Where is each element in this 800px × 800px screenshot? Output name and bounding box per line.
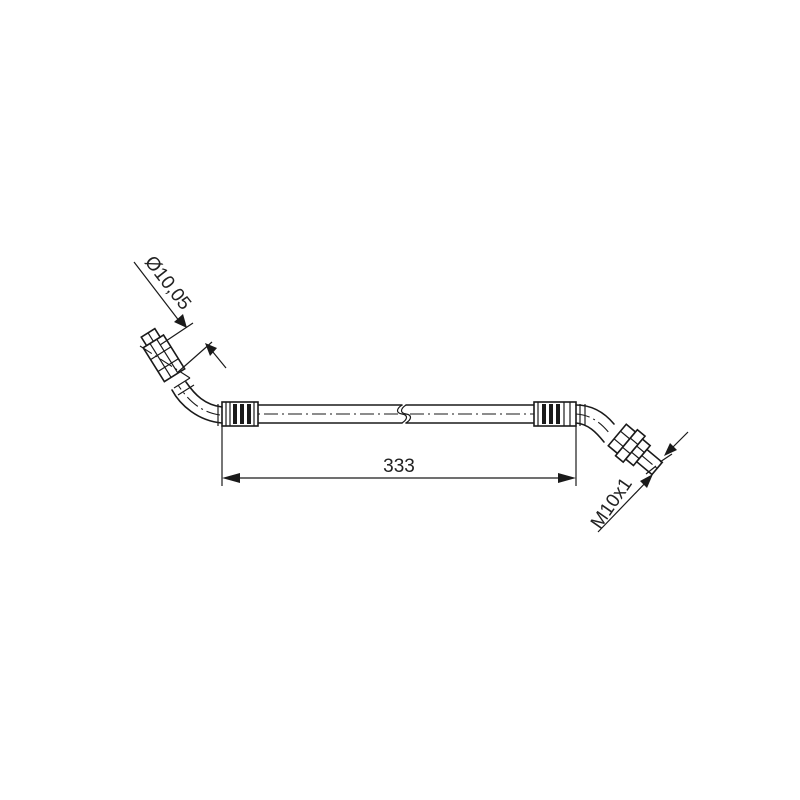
length-dimension: 333 — [221, 426, 577, 486]
left-ferrule — [221, 401, 259, 427]
right-bent-fitting — [575, 404, 664, 476]
thread-label: M10x1 — [587, 474, 637, 533]
break-symbol — [396, 404, 408, 424]
right-ferrule — [533, 401, 577, 427]
left-bent-fitting — [139, 327, 223, 426]
length-label: 333 — [383, 456, 415, 477]
hose-body — [240, 404, 560, 424]
